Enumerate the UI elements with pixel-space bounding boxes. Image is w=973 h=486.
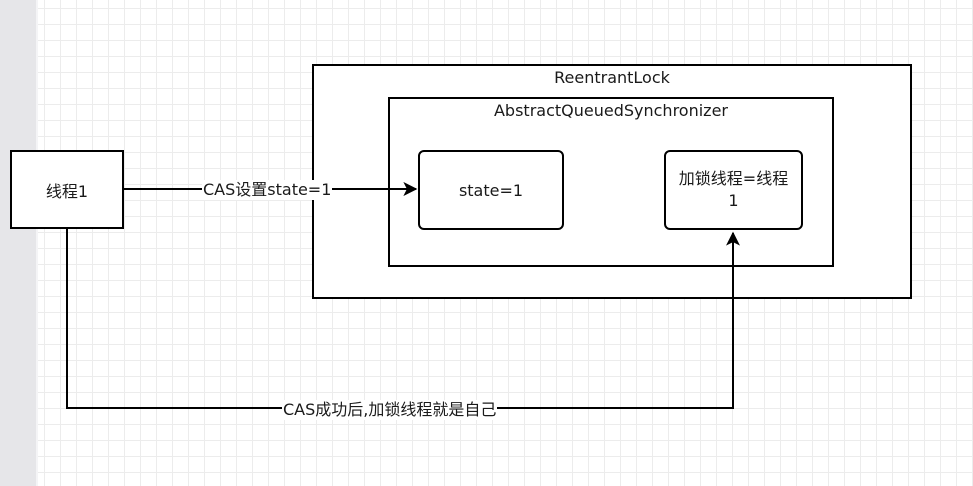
cas-success-edge[interactable] <box>66 229 740 409</box>
left-gutter-edge <box>36 0 38 486</box>
lock-owner-node[interactable]: 加锁线程=线程1 <box>664 150 803 230</box>
lock-owner-label: 加锁线程=线程1 <box>678 169 789 210</box>
thread-label: 线程1 <box>45 181 89 201</box>
state-node[interactable]: state=1 <box>418 150 564 230</box>
cas-set-edge-label: CAS设置state=1 <box>202 180 333 200</box>
thread-node[interactable]: 线程1 <box>10 150 124 229</box>
reentrant-lock-title: ReentrantLock <box>554 68 670 87</box>
left-gutter <box>0 0 36 486</box>
cas-success-edge-label: CAS成功后,加锁线程就是自己 <box>282 400 498 420</box>
aqs-title: AbstractQueuedSynchronizer <box>493 101 728 120</box>
state-label: state=1 <box>458 180 524 200</box>
